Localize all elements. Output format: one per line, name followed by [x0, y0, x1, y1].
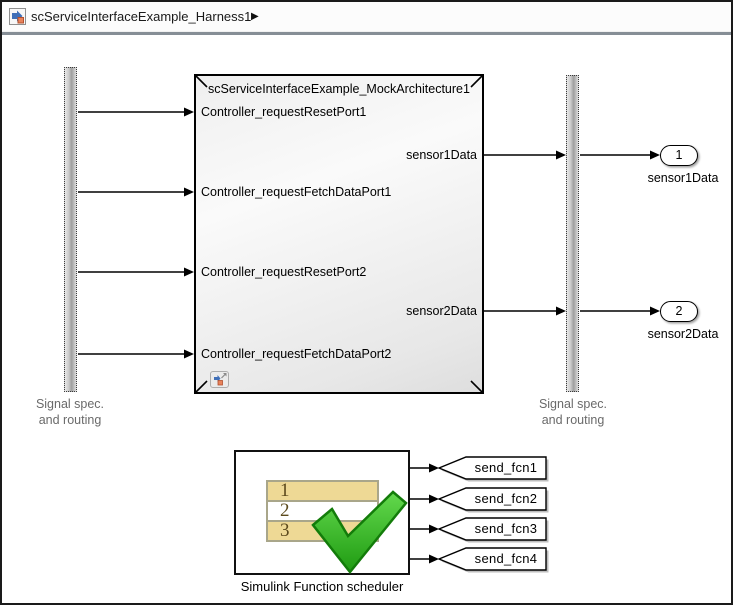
signal-spec-bar-left[interactable]	[64, 67, 77, 392]
breadcrumb-caret-icon[interactable]: ▶	[251, 11, 259, 22]
scheduler-row-2: 2	[266, 500, 379, 522]
outport-2[interactable]: 2	[660, 301, 698, 322]
breadcrumb-title[interactable]: scServiceInterfaceExample_Harness1	[31, 9, 252, 24]
signal-spec-right-line2: and routing	[541, 413, 605, 427]
input-port-label-2: Controller_requestFetchDataPort1	[201, 185, 392, 199]
tag-send-fcn4[interactable]: send_fcn4	[474, 551, 538, 566]
outport-1-label: sensor1Data	[647, 171, 719, 185]
signal-spec-label-left: Signal spec. and routing	[10, 396, 130, 428]
tag-send-fcn1[interactable]: send_fcn1	[474, 460, 538, 475]
signal-spec-left-line2: and routing	[38, 413, 102, 427]
signal-spec-bar-right[interactable]	[566, 75, 579, 392]
breadcrumb: scServiceInterfaceExample_Harness1 ▶	[2, 2, 731, 31]
output-port-label-1: sensor1Data	[406, 148, 477, 162]
scheduler-row-1: 1	[266, 480, 379, 502]
tag-send-fcn3[interactable]: send_fcn3	[474, 521, 538, 536]
scheduler-label: Simulink Function scheduler	[240, 579, 404, 594]
input-port-label-1: Controller_requestResetPort1	[201, 105, 367, 119]
scheduler-signal-lines[interactable]	[410, 467, 430, 560]
tag-send-fcn2[interactable]: send_fcn2	[474, 491, 538, 506]
outport-1[interactable]: 1	[660, 145, 698, 166]
input-port-label-3: Controller_requestResetPort2	[201, 265, 367, 279]
model-reference-badge-icon[interactable]	[210, 371, 229, 388]
scheduler-arrowheads	[429, 463, 439, 564]
block-title: scServiceInterfaceExample_MockArchitectu…	[208, 82, 470, 96]
toolbar-divider	[2, 31, 731, 35]
model-block-icon	[9, 8, 26, 25]
signal-spec-left-line1: Signal spec.	[35, 397, 105, 411]
output-port-label-2: sensor2Data	[406, 304, 477, 318]
signal-spec-label-right: Signal spec. and routing	[513, 396, 633, 428]
mock-architecture-block[interactable]: scServiceInterfaceExample_MockArchitectu…	[194, 74, 484, 394]
simulink-function-scheduler-block[interactable]: 1 2 3	[234, 450, 410, 575]
input-arrowheads	[184, 107, 194, 359]
outport-2-label: sensor2Data	[647, 327, 719, 341]
scheduler-rows: 1 2 3	[266, 480, 379, 542]
scheduler-row-3: 3	[266, 520, 379, 542]
input-signal-lines[interactable]	[78, 111, 185, 355]
input-port-label-4: Controller_requestFetchDataPort2	[201, 347, 392, 361]
signal-spec-right-line1: Signal spec.	[538, 397, 608, 411]
